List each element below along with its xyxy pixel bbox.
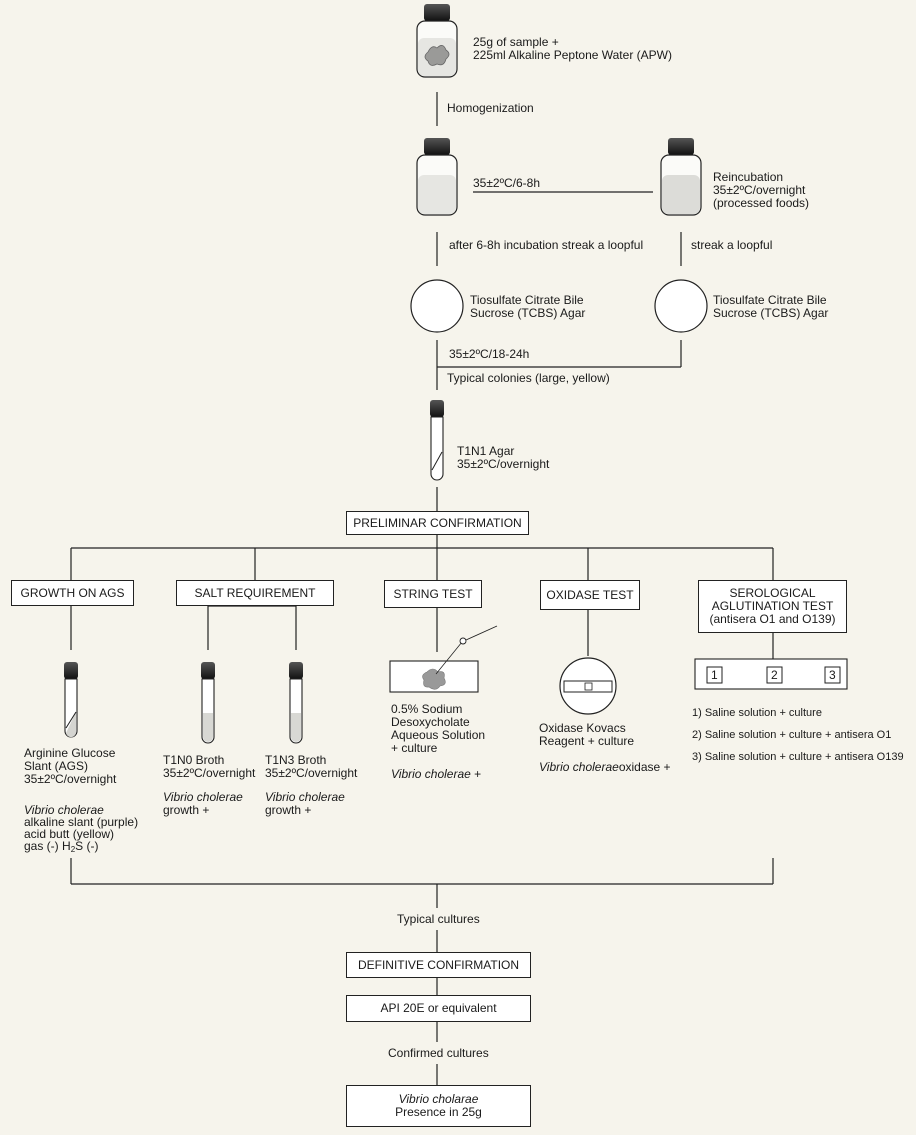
salt-requirement-box: SALT REQUIREMENT bbox=[176, 580, 334, 606]
string-test-slide-icon bbox=[389, 625, 498, 693]
string-test-result: Vibrio cholerae + bbox=[391, 767, 482, 781]
agglutination-slide-icon bbox=[694, 658, 848, 690]
well-1-label: 1 bbox=[711, 668, 718, 682]
typical-colonies-label: Typical colonies (large, yellow) bbox=[447, 371, 610, 385]
api-20e-box: API 20E or equivalent bbox=[346, 995, 531, 1022]
well-2-label: 2 bbox=[771, 668, 778, 682]
typical-cultures-label: Typical cultures bbox=[397, 912, 480, 926]
well-3-label: 3 bbox=[829, 668, 836, 682]
reincubation-jar-icon bbox=[660, 138, 702, 216]
sample-jar-icon bbox=[416, 4, 458, 78]
t1n0-result: Vibrio cholerae growth + bbox=[163, 790, 243, 817]
t1n0-tube-icon bbox=[201, 662, 215, 744]
t1n3-result: Vibrio cholerae growth + bbox=[265, 790, 345, 817]
confirmed-cultures-label: Confirmed cultures bbox=[388, 1046, 489, 1060]
tcbs-incubation-label: 35±2ºC/18-24h bbox=[449, 347, 530, 361]
oxidase-result: Vibrio choleraeoxidase + bbox=[539, 760, 671, 774]
definitive-confirmation-box: DEFINITIVE CONFIRMATION bbox=[346, 952, 531, 978]
streak-label-right: streak a loopful bbox=[691, 238, 773, 252]
ags-result: Vibrio cholerae alkaline slant (purple) … bbox=[24, 803, 139, 854]
tcbs-plate-icon-2 bbox=[654, 279, 708, 333]
t1n3-tube-icon bbox=[289, 662, 303, 744]
incubation-jar-icon bbox=[416, 138, 458, 216]
streak-label-left: after 6-8h incubation streak a loopful bbox=[449, 238, 644, 252]
homogenization-label: Homogenization bbox=[447, 101, 534, 115]
preliminar-confirmation-box: PRELIMINAR CONFIRMATION bbox=[346, 511, 529, 535]
oxidase-test-box: OXIDASE TEST bbox=[540, 580, 640, 610]
oxidase-filter-icon bbox=[559, 657, 617, 715]
ags-tube-icon bbox=[64, 662, 78, 738]
growth-on-ags-box: GROWTH ON AGS bbox=[11, 580, 134, 606]
t1n1-tube-icon bbox=[430, 400, 444, 481]
sample-note: 25g of sample +225ml Alkaline Peptone Wa… bbox=[473, 35, 672, 62]
tcbs-plate-icon bbox=[410, 279, 464, 333]
string-test-box: STRING TEST bbox=[384, 580, 482, 608]
incubation-label: 35±2ºC/6-8h bbox=[473, 176, 541, 190]
